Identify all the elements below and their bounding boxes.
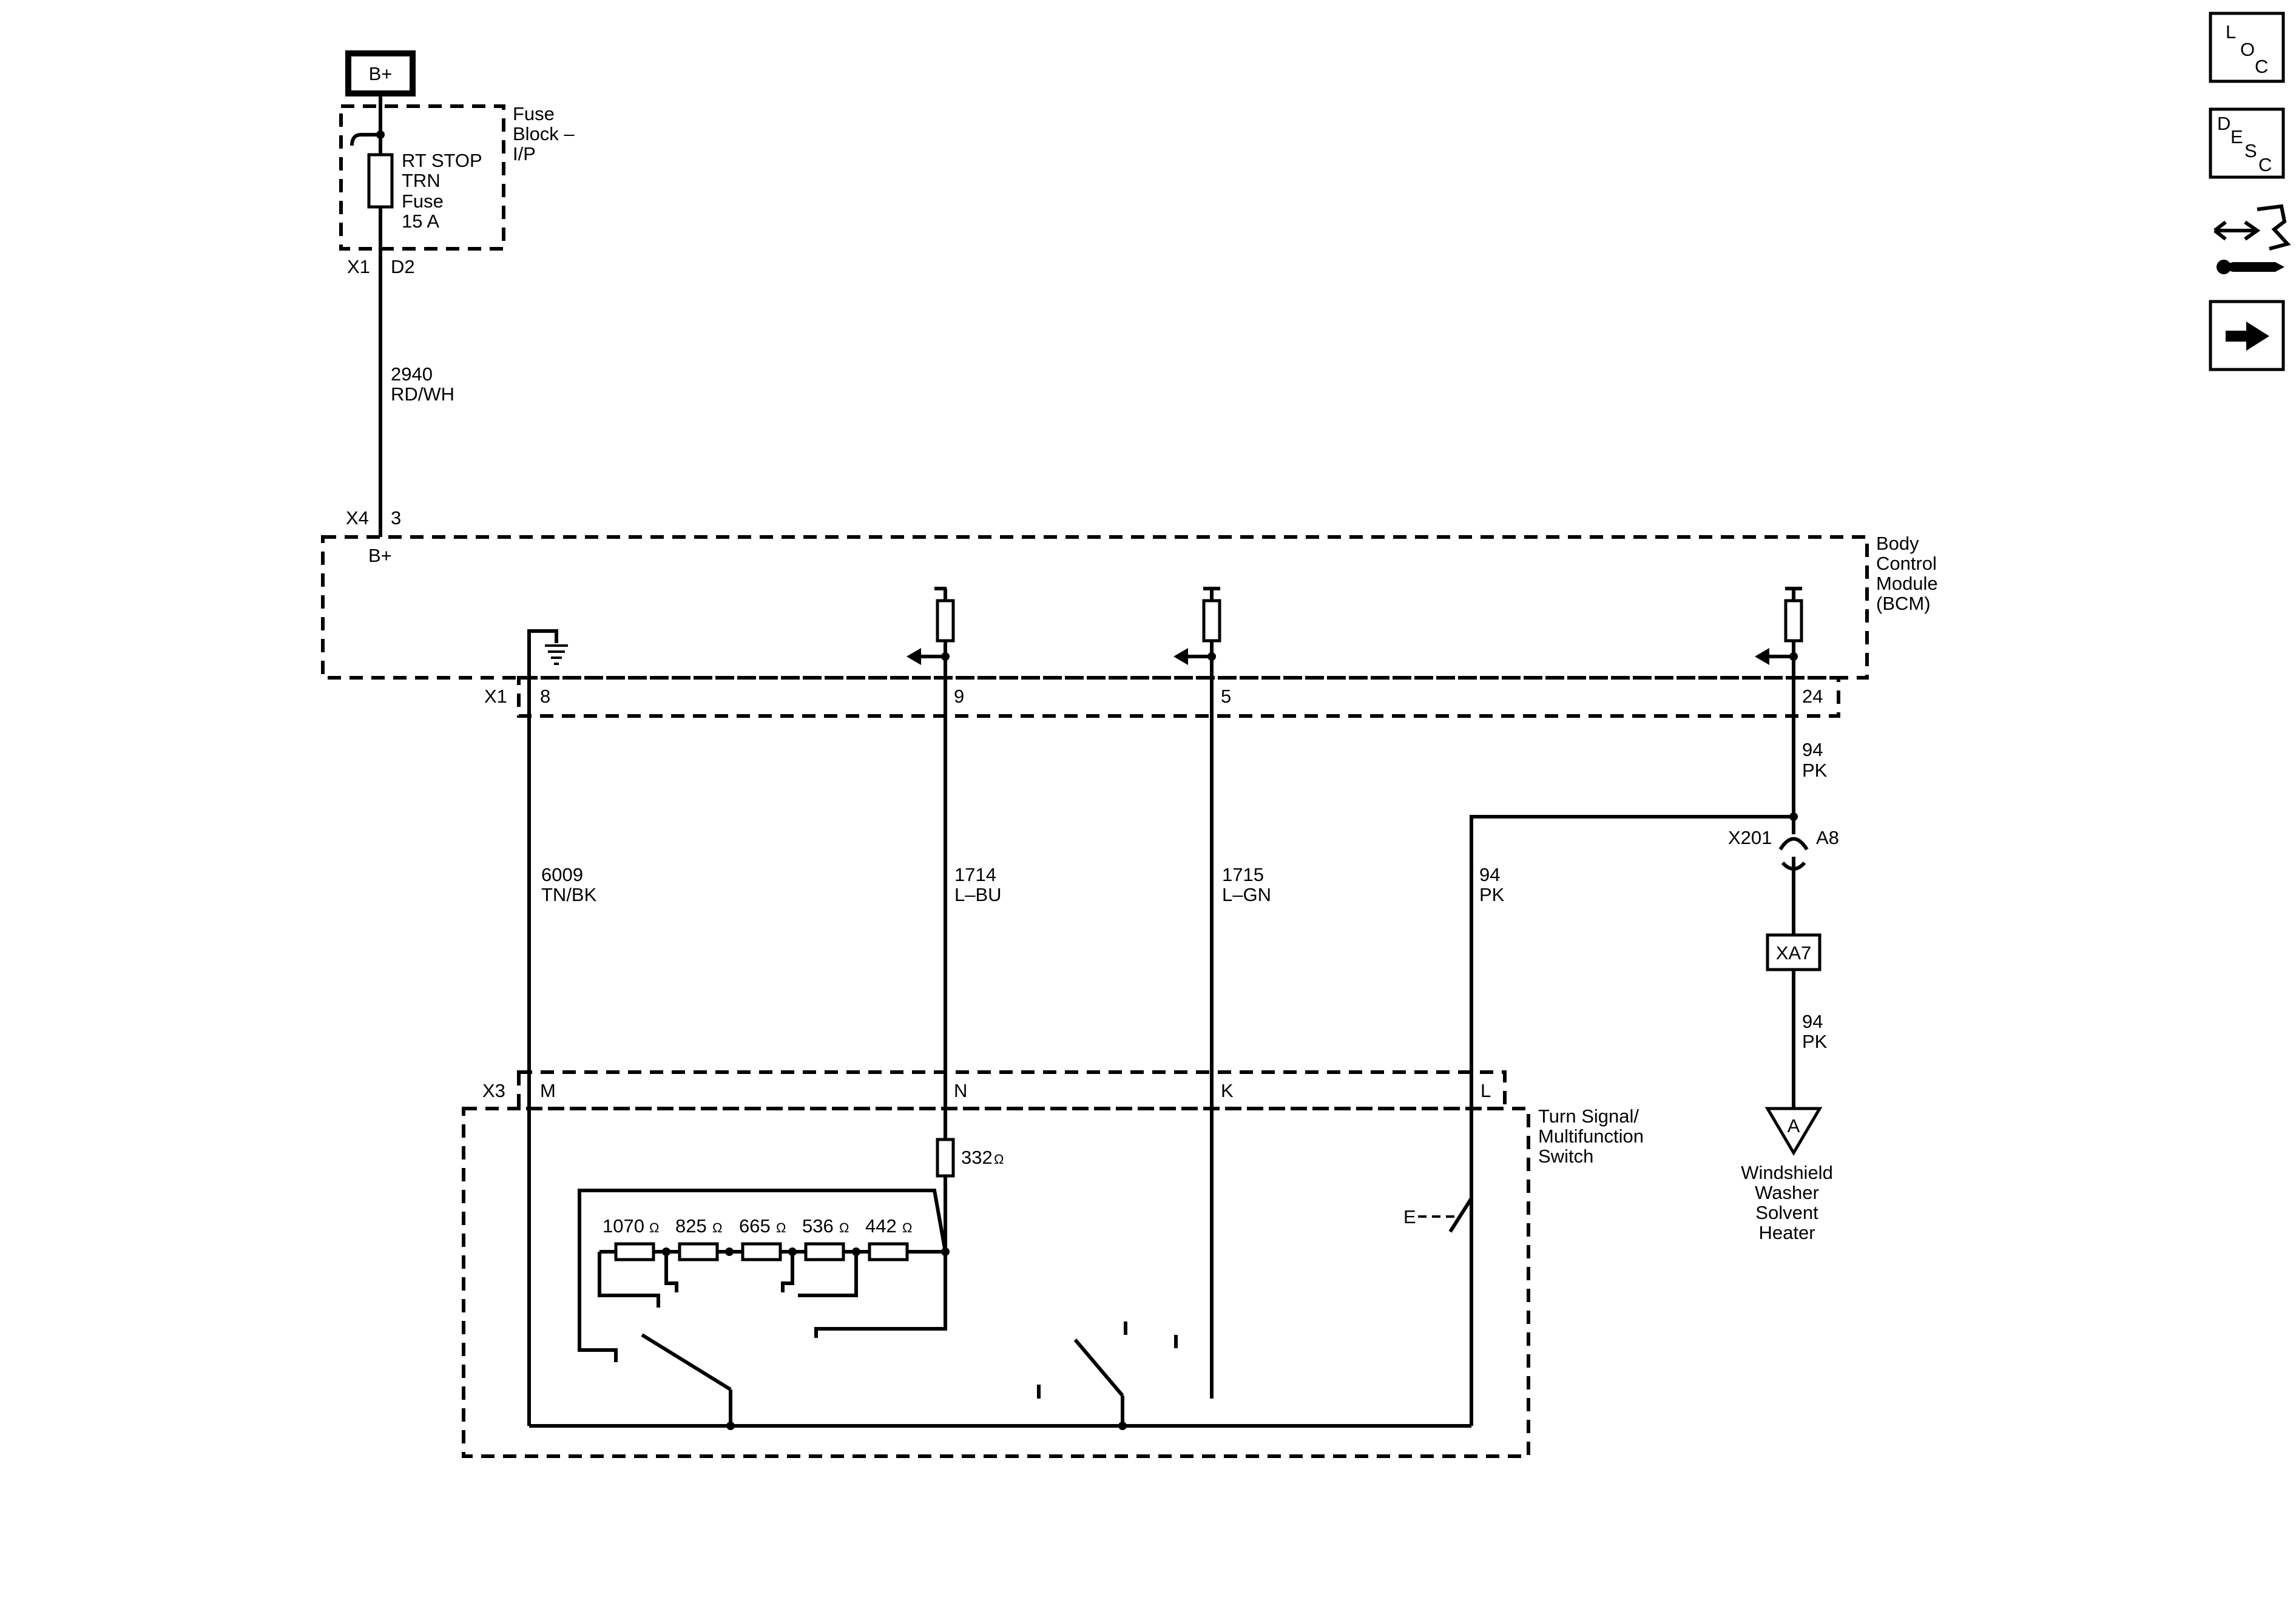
wire-94-switch-circuit: 94: [1479, 864, 1500, 885]
resistor-332: [936, 1138, 955, 1178]
loc-letter-2: O: [2240, 39, 2255, 60]
ground-symbol: [527, 629, 568, 716]
xa7-label: XA7: [1776, 942, 1812, 964]
switch-pin-n: N: [954, 1080, 967, 1101]
resistor-536-ohm: Ω: [839, 1220, 849, 1235]
switch-pin-m: M: [540, 1080, 556, 1101]
wire-94-bcm-circuit: 94: [1802, 739, 1823, 760]
resistor-332-ohm: Ω: [994, 1152, 1004, 1167]
washer-contact-label: E: [1403, 1206, 1416, 1227]
loc-letter-3: C: [2255, 56, 2268, 77]
switch-pin-l: L: [1481, 1080, 1491, 1101]
desc-letter-4: C: [2258, 154, 2272, 175]
switch-name-1: Turn Signal/: [1538, 1106, 1639, 1127]
fuse-rating: 15 A: [402, 211, 439, 232]
bcm-name-1: Body: [1876, 533, 1919, 554]
fuse-block-name-2: Block –: [513, 123, 575, 144]
switch-name-2: Multifunction: [1538, 1126, 1644, 1147]
bcm-power-label: B+: [368, 545, 392, 566]
fuse-element: [367, 153, 394, 209]
pullup-input-9: [907, 587, 955, 716]
fuse-block-name-1: Fuse: [513, 103, 555, 124]
power-label: B+: [369, 63, 393, 84]
resistor-332-value: 332: [961, 1147, 993, 1168]
power-source: B+: [345, 50, 416, 96]
resistor-536-value: 536: [802, 1215, 834, 1237]
x201-inline-connector: X201 A8: [1728, 817, 1839, 935]
resistor-536: [804, 1242, 845, 1261]
desc-letter-2: E: [2230, 126, 2243, 147]
fuse-pin: D2: [391, 256, 415, 277]
heater-name-1: Windshield: [1741, 1162, 1833, 1183]
wire-94-heater-color: PK: [1802, 1031, 1828, 1052]
wire-1715-color: L–GN: [1222, 884, 1271, 905]
resistor-1070-value: 1070: [603, 1215, 644, 1237]
fuse-connector: X1: [347, 256, 370, 277]
wire-94-switch: [1470, 716, 1795, 1232]
desc-letter-1: D: [2217, 113, 2230, 134]
x201-pin: A8: [1816, 827, 1839, 848]
fuse-name-1: RT STOP: [402, 150, 482, 171]
resistor-665: [741, 1242, 782, 1261]
washer-heater: A Windshield Washer Solvent Heater: [1741, 1107, 1833, 1243]
wire-2940-circuit: 2940: [391, 363, 433, 385]
x201-name: X201: [1728, 827, 1772, 848]
resistor-825: [678, 1242, 719, 1261]
resistor-1070: [614, 1242, 655, 1261]
bcm-name-3: Module: [1876, 573, 1938, 594]
bcm-power-pin: 3: [391, 507, 401, 528]
resistor-442-value: 442: [865, 1215, 897, 1237]
loc-button[interactable]: L O C: [2209, 12, 2285, 83]
switch-pin-k: K: [1221, 1080, 1234, 1101]
connector-repair-icon[interactable]: [2213, 204, 2291, 274]
body-control-module: B+ Body Control Module (BCM): [321, 533, 1938, 716]
arrow-right-icon: [2226, 322, 2269, 351]
bcm-name-4: (BCM): [1876, 593, 1931, 614]
heater-symbol: A: [1788, 1115, 1800, 1136]
pullup-input-24: [1755, 587, 1803, 716]
switch-x3-connector: X3 M N K L: [482, 1070, 1507, 1110]
bcm-x1-connector: X1 8 9 5 24: [484, 676, 1840, 718]
multifunction-switch: Turn Signal/ Multifunction Switch 332 Ω …: [462, 1106, 1644, 1458]
switch-name-3: Switch: [1538, 1146, 1593, 1167]
xa7-splice: XA7: [1766, 933, 1822, 971]
wire-94-heater-circuit: 94: [1802, 1011, 1823, 1032]
heater-name-4: Heater: [1758, 1222, 1815, 1243]
heater-name-2: Washer: [1755, 1182, 1819, 1203]
desc-button[interactable]: D E S C: [2209, 107, 2285, 179]
resistor-442: [868, 1242, 909, 1261]
next-page-button[interactable]: [2209, 300, 2285, 371]
resistor-442-ohm: Ω: [902, 1220, 912, 1235]
bcm-signal-connector: X1: [484, 686, 507, 707]
fuse-name-2: TRN: [402, 170, 441, 191]
bcm-power-connector: X4: [346, 507, 369, 528]
bcm-name-2: Control: [1876, 553, 1937, 574]
resistor-1070-ohm: Ω: [649, 1220, 659, 1235]
wire-2940-color: RD/WH: [391, 383, 454, 405]
resistor-825-ohm: Ω: [712, 1220, 722, 1235]
resistor-665-value: 665: [739, 1215, 771, 1237]
switch-connector: X3: [482, 1080, 505, 1101]
resistor-825-value: 825: [675, 1215, 707, 1237]
wire-6009-color: TN/BK: [541, 884, 597, 905]
wire-1714-circuit: 1714: [954, 864, 996, 885]
bcm-pin-24: 24: [1802, 686, 1823, 707]
desc-letter-3: S: [2244, 140, 2257, 161]
bcm-pin-8: 8: [540, 686, 550, 707]
wire-6009-circuit: 6009: [541, 864, 583, 885]
resistor-665-ohm: Ω: [776, 1220, 786, 1235]
fuse-name-3: Fuse: [402, 191, 444, 212]
wire-1714-color: L–BU: [954, 884, 1002, 905]
pullup-input-5: [1173, 587, 1221, 716]
wire-94-bcm-color: PK: [1802, 760, 1828, 781]
bcm-pin-5: 5: [1221, 686, 1231, 707]
loc-letter-1: L: [2226, 21, 2236, 42]
wire-1715-circuit: 1715: [1222, 864, 1264, 885]
wire-94-switch-color: PK: [1479, 884, 1505, 905]
bcm-pin-9: 9: [954, 686, 964, 707]
heater-name-3: Solvent: [1755, 1202, 1818, 1223]
fuse-block-name-3: I/P: [513, 143, 536, 164]
fuse-block: Fuse Block – I/P RT STOP TRN Fuse 15 A: [339, 103, 575, 251]
